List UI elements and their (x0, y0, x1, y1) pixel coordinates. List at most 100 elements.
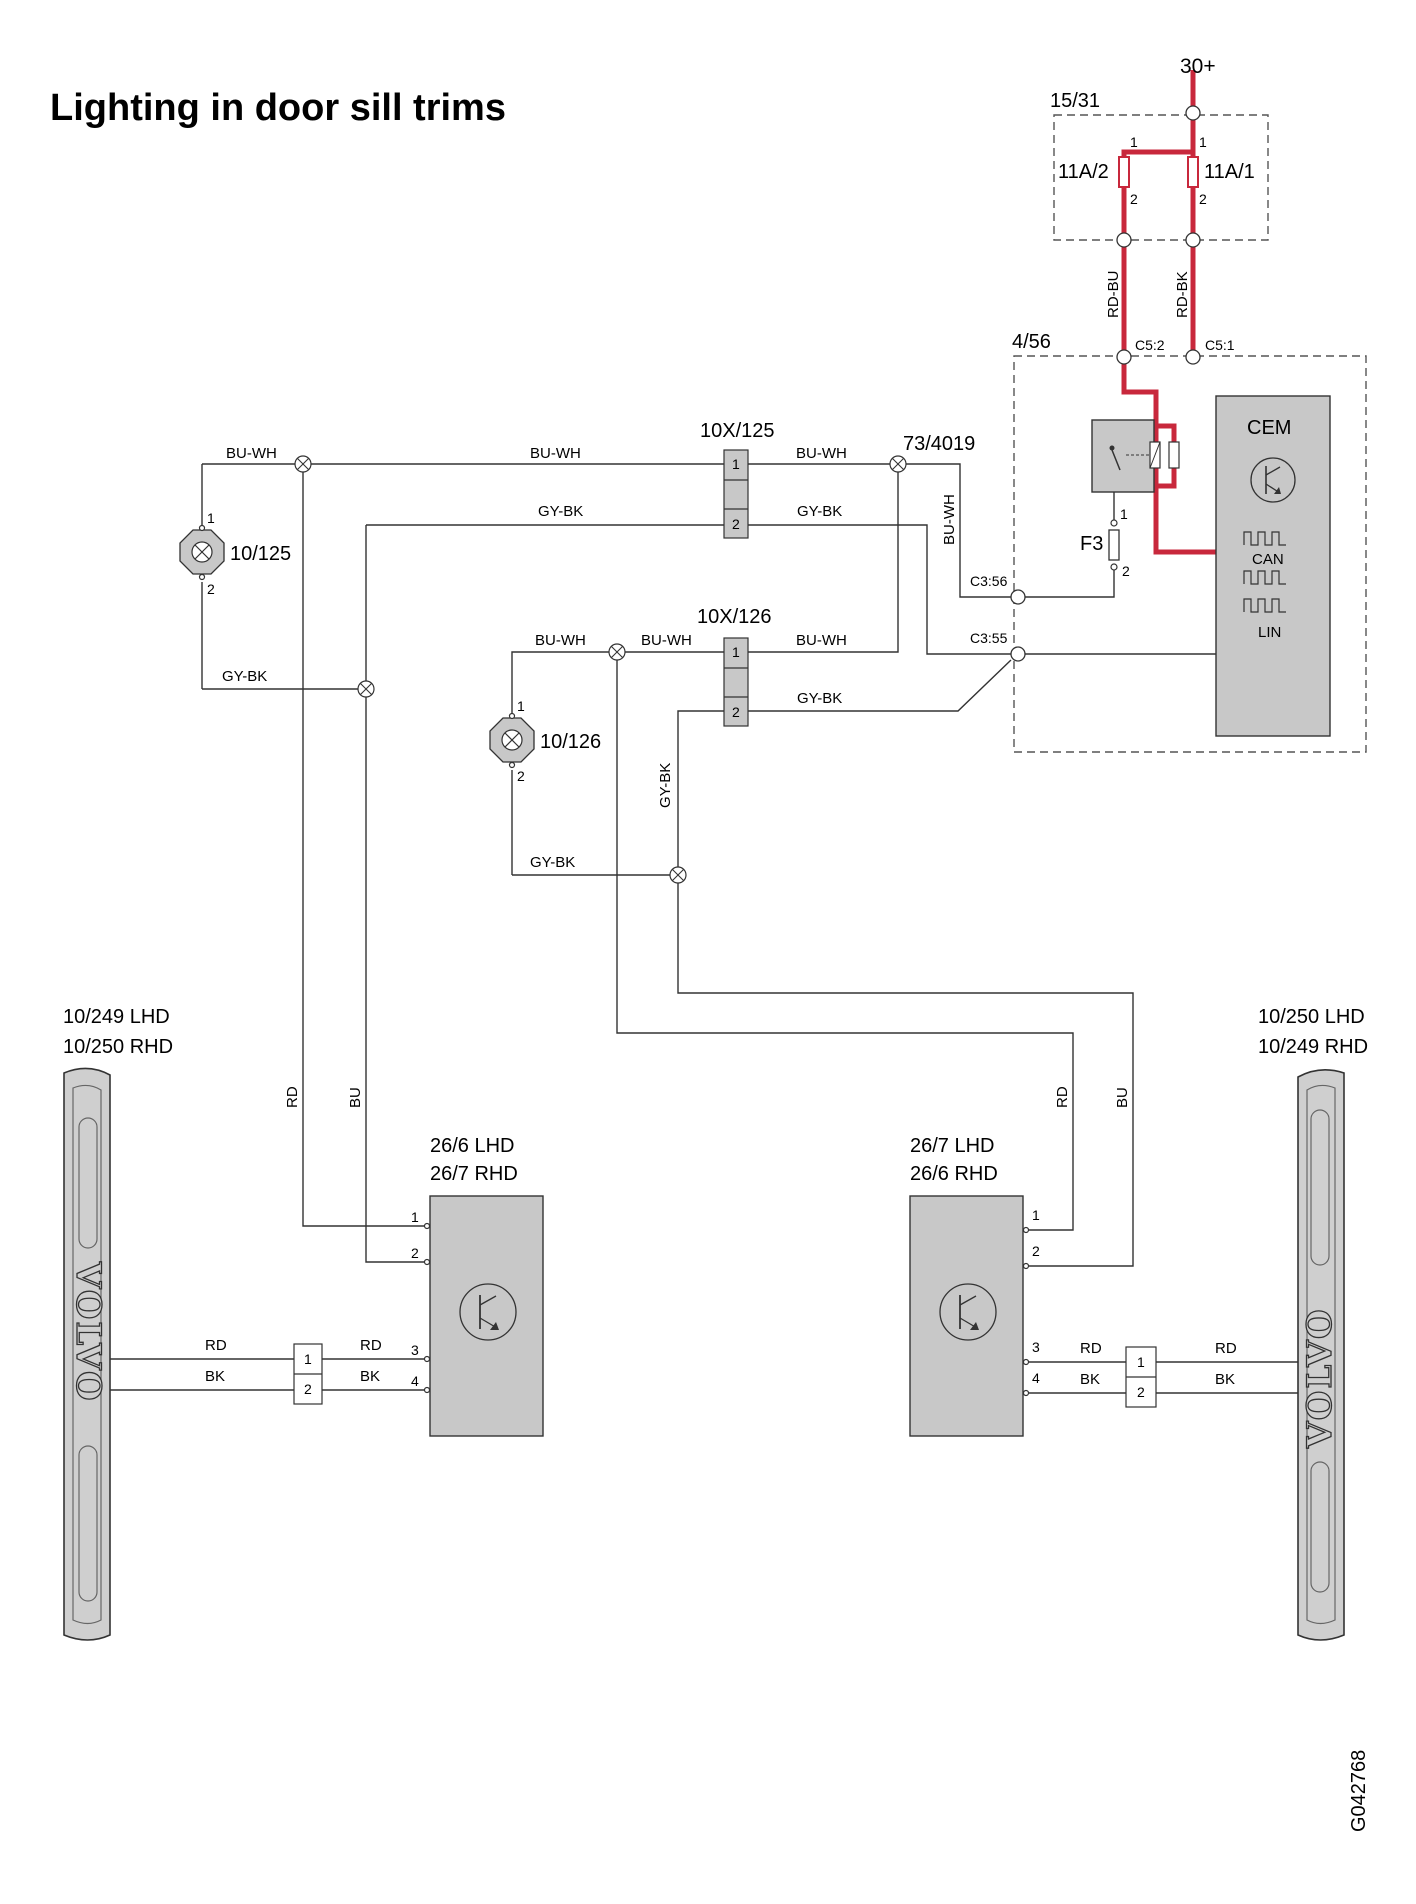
lamp-10-126-label: 10/126 (540, 731, 601, 753)
left-trim-label-1: 10/249 LHD (63, 1006, 170, 1028)
cem-pin-c356-node (1010, 589, 1026, 605)
connector-10x125 (723, 449, 749, 539)
right-trim-connector (1125, 1346, 1157, 1408)
wire-label-gy-bk: GY-BK (797, 503, 842, 520)
fuse-box-label: 15/31 (1050, 90, 1100, 112)
wire-label-bu-wh: BU-WH (941, 494, 958, 545)
wire-label-gy-bk: GY-BK (538, 503, 583, 520)
connector-10x126-label: 10X/126 (697, 606, 772, 628)
right-trim-connector-pin-1: 1 (1137, 1354, 1145, 1370)
left-trim-connector-pin-1: 1 (304, 1351, 312, 1367)
right-module-pin-1: 1 (1032, 1207, 1040, 1223)
wire-label-bu-wh: BU-WH (226, 445, 277, 462)
wire-label-rd: RD (1054, 1086, 1071, 1108)
cem-pin-c52-label: C5:2 (1135, 337, 1165, 353)
cem-ref-label: 4/56 (1012, 331, 1051, 353)
wire-label-gy-bk: GY-BK (530, 854, 575, 871)
fuse-b-pin-2: 2 (1199, 191, 1207, 207)
signal-wires (110, 463, 1298, 1394)
fuse-a-pin-1: 1 (1130, 134, 1138, 150)
connector-10x126 (723, 637, 749, 727)
lamp-icon (179, 524, 225, 581)
wire-label-bk: BK (1080, 1371, 1100, 1388)
wire-label-rd-bu: RD-BU (1105, 271, 1122, 319)
right-trim-label-1: 10/250 LHD (1258, 1006, 1365, 1028)
splice-points (294, 455, 907, 884)
left-trim-label-2: 10/250 RHD (63, 1036, 173, 1058)
left-module-label-2: 26/7 RHD (430, 1163, 518, 1185)
fuse-b-pin-1: 1 (1199, 134, 1207, 150)
fuse-f3-body (1108, 529, 1120, 561)
wire-label-bk: BK (205, 1368, 225, 1385)
wire-label-bu-wh: BU-WH (530, 445, 581, 462)
cem-module (1215, 395, 1331, 737)
connector-10x125-pin-2: 2 (732, 516, 740, 532)
fuse-a-body (1118, 156, 1130, 188)
wire-label-rd-bk: RD-BK (1174, 271, 1191, 318)
left-module-label-1: 26/6 LHD (430, 1135, 515, 1157)
left-door-sill-trim (63, 1067, 111, 1641)
right-trim-connector-pin-2: 2 (1137, 1384, 1145, 1400)
connector-10x126-pin-2: 2 (732, 704, 740, 720)
right-module-pin-3: 3 (1032, 1339, 1040, 1355)
cem-pin-c356-label: C3:56 (970, 573, 1008, 589)
lamp-10-125-label: 10/125 (230, 543, 291, 565)
connector-10x125-label: 10X/125 (700, 420, 775, 442)
cem-transistor-icon (1250, 457, 1296, 503)
cem-relay (1091, 419, 1180, 493)
right-module-transistor-icon (939, 1283, 997, 1341)
wire-label-gy-bk: GY-BK (657, 763, 674, 808)
wire-label-bu-wh: BU-WH (535, 632, 586, 649)
connector-10x125-pin-1: 1 (732, 456, 740, 472)
wire-label-rd: RD (284, 1086, 301, 1108)
right-trim-logo: VOLVO (1300, 1307, 1340, 1449)
fuse-b-out-node (1185, 232, 1201, 248)
fuse-b-label: 11A/1 (1204, 161, 1255, 183)
lamp-10-126-pin-2: 2 (517, 768, 525, 784)
left-module-pin-3: 3 (411, 1342, 419, 1358)
fuse-f3-pin-2: 2 (1122, 563, 1130, 579)
cem-pin-c51-node (1185, 349, 1201, 365)
fuse-f3-pin-1: 1 (1120, 506, 1128, 522)
left-trim-logo: VOLVO (68, 1261, 108, 1403)
fuse-a-out-node (1116, 232, 1132, 248)
can-signal-icon (1243, 531, 1286, 585)
can-label: CAN (1252, 551, 1284, 568)
connector-10x126-pin-1: 1 (732, 644, 740, 660)
splice-73-4019-label: 73/4019 (903, 433, 975, 455)
wire-label-bu: BU (347, 1087, 364, 1108)
lamp-icon (489, 712, 535, 769)
right-module-label-1: 26/7 LHD (910, 1135, 995, 1157)
wire-label-bk: BK (360, 1368, 380, 1385)
right-module-label-2: 26/6 RHD (910, 1163, 998, 1185)
left-module-transistor-icon (459, 1283, 517, 1341)
wire-label-gy-bk: GY-BK (222, 668, 267, 685)
fuse-a-pin-2: 2 (1130, 191, 1138, 207)
lin-label: LIN (1258, 624, 1281, 641)
left-module-pin-1: 1 (411, 1209, 419, 1225)
wire-label-rd: RD (360, 1337, 382, 1354)
right-trim-label-2: 10/249 RHD (1258, 1036, 1368, 1058)
lamp-10-125-pin-2: 2 (207, 581, 215, 597)
left-module-pin-2: 2 (411, 1245, 419, 1261)
wire-label-bu: BU (1114, 1087, 1131, 1108)
right-module (909, 1195, 1024, 1437)
wire-label-rd: RD (1080, 1340, 1102, 1357)
right-module-pin-2: 2 (1032, 1243, 1040, 1259)
supply-label: 30+ (1180, 55, 1216, 78)
cem-pin-c355-label: C3:55 (970, 630, 1008, 646)
lin-signal-icon (1243, 598, 1286, 613)
fuse-a-label: 11A/2 (1058, 161, 1109, 183)
lamp-10-125-pin-1: 1 (207, 510, 215, 526)
cem-label: CEM (1247, 417, 1291, 439)
wire-label-rd: RD (1215, 1340, 1237, 1357)
wire-label-gy-bk: GY-BK (797, 690, 842, 707)
right-door-sill-trim (1297, 1069, 1345, 1641)
fuse-b-body (1187, 156, 1199, 188)
wire-label-bu-wh: BU-WH (796, 632, 847, 649)
fuse-f3-label: F3 (1080, 533, 1103, 555)
figure-id: G042768 (1348, 1750, 1370, 1832)
supply-node (1185, 105, 1201, 121)
wire-label-bu-wh: BU-WH (796, 445, 847, 462)
